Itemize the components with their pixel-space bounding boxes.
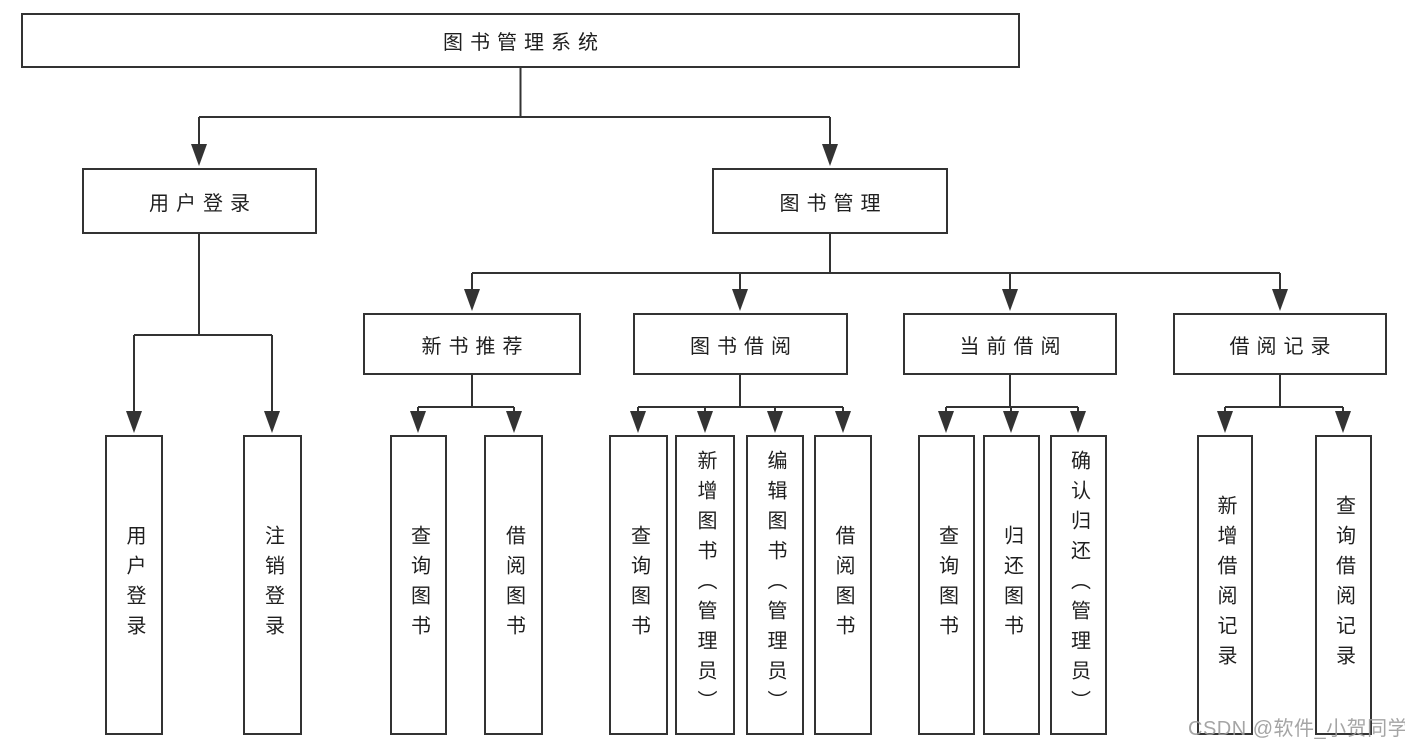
leaf-add-borrow-record: 新增借阅记录 [1197, 435, 1253, 735]
branch-book-borrowing [638, 375, 843, 408]
leaf-return-book: 归还图书 [983, 435, 1040, 735]
branch-root [199, 68, 830, 118]
branch-book-management [472, 234, 1280, 274]
node-borrowing-records: 借阅记录 [1173, 313, 1387, 375]
branch-current-borrowing [946, 375, 1078, 408]
branch-new-book-recommendation [418, 375, 514, 408]
watermark-text: CSDN @软件_小贺同学 [1188, 718, 1405, 740]
leaf-user-login: 用户登录 [105, 435, 163, 735]
leaf-confirm-return-admin: 确认归还（管理员） [1050, 435, 1107, 735]
leaf-query-borrow-record: 查询借阅记录 [1315, 435, 1372, 735]
node-new-book-recommendation: 新书推荐 [363, 313, 581, 375]
branch-borrowing-records [1225, 375, 1343, 408]
node-book-borrowing: 图书借阅 [633, 313, 848, 375]
leaf-borrow-books-2: 借阅图书 [814, 435, 872, 735]
node-library-management-system: 图书管理系统 [21, 13, 1020, 68]
leaf-borrow-books-1: 借阅图书 [484, 435, 543, 735]
branch-user-login [134, 234, 272, 336]
leaf-edit-book-admin: 编辑图书（管理员） [746, 435, 804, 735]
leaf-logout: 注销登录 [243, 435, 302, 735]
leaf-query-books-3: 查询图书 [918, 435, 975, 735]
node-user-login: 用户登录 [82, 168, 317, 234]
node-book-management: 图书管理 [712, 168, 948, 234]
leaf-add-book-admin: 新增图书（管理员） [675, 435, 735, 735]
leaf-query-books-1: 查询图书 [390, 435, 447, 735]
leaf-query-books-2: 查询图书 [609, 435, 668, 735]
node-current-borrowing: 当前借阅 [903, 313, 1117, 375]
